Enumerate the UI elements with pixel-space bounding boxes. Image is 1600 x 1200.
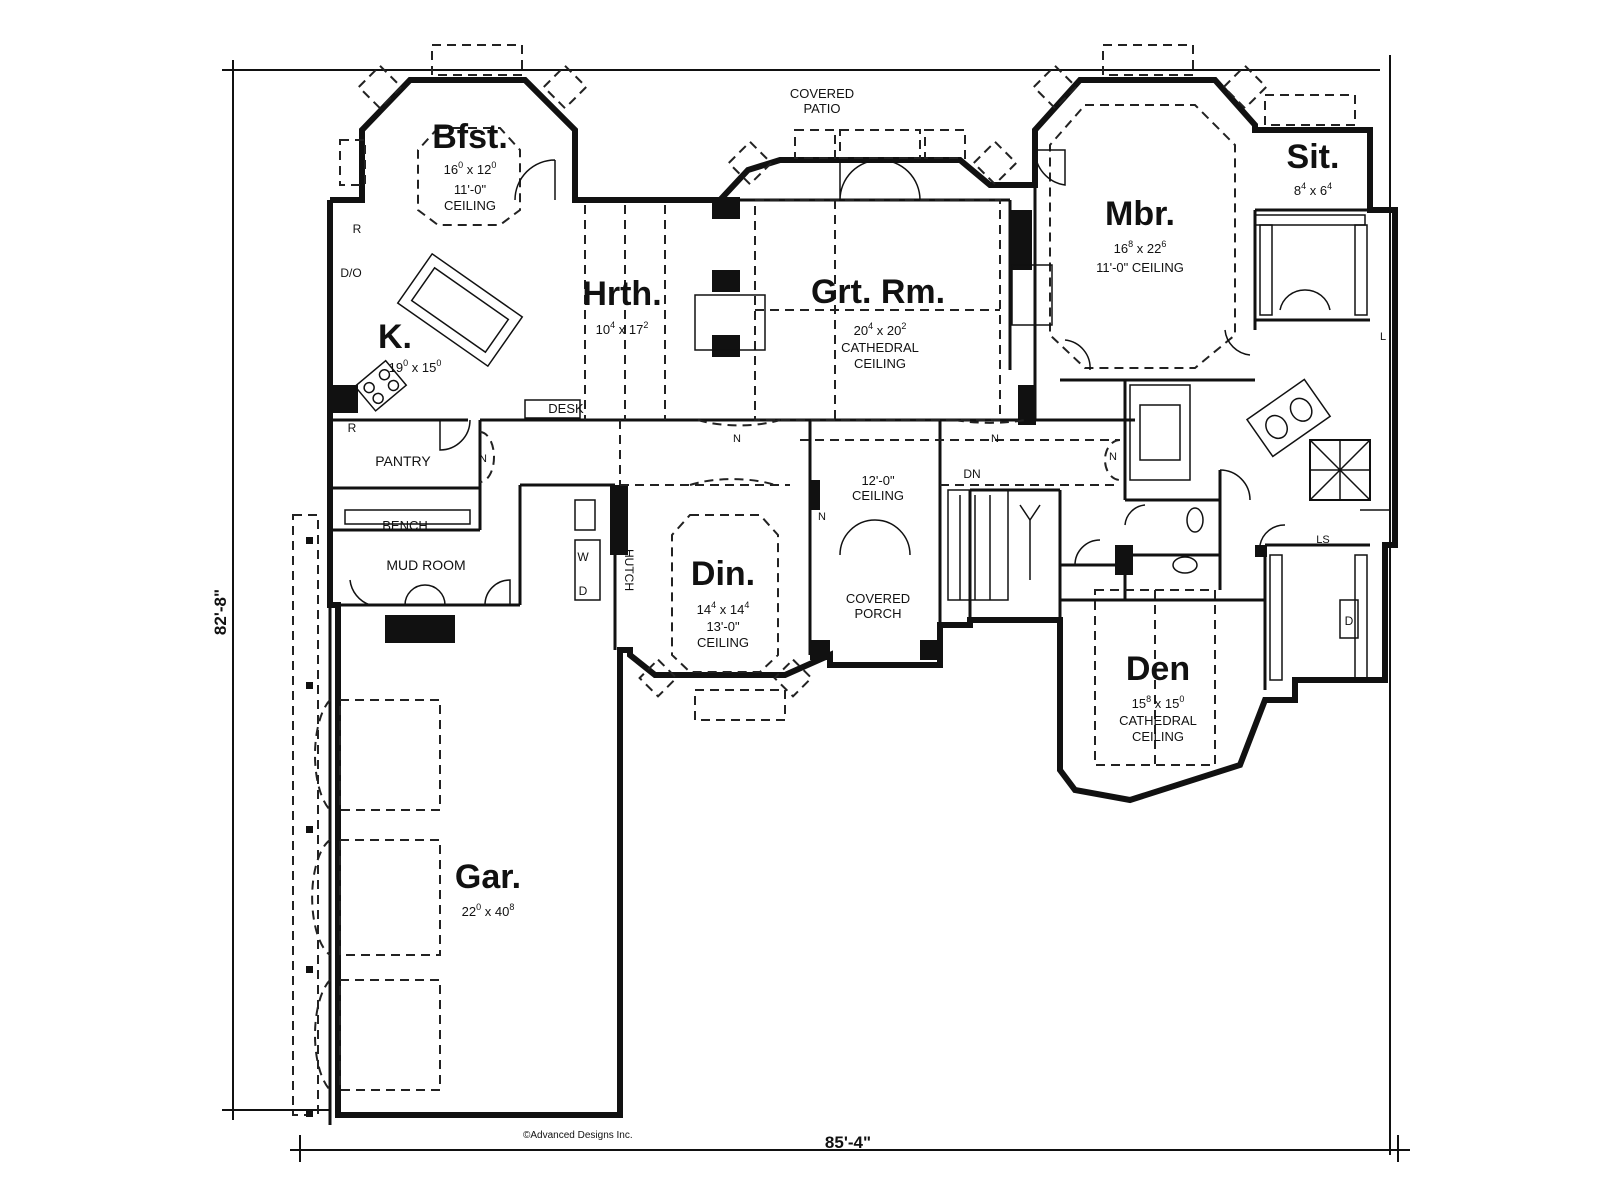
room-note-grt-rm-2: CEILING <box>854 356 906 371</box>
stair-down-label: DN <box>963 467 980 481</box>
room-note-din-1: 13'-0" <box>706 619 740 634</box>
room-name-hrth: Hrth. <box>582 275 661 313</box>
washer-label: W <box>577 550 589 564</box>
ceiling-outlines <box>417 104 1236 766</box>
room-note-den-1: CATHEDRAL <box>1119 713 1197 728</box>
room-size-din: 144 x 144 <box>697 600 750 617</box>
pantry-refrigerator-label: R <box>348 421 357 435</box>
linen-storage-label: LS <box>1316 534 1329 546</box>
room-size-gar: 220 x 408 <box>462 902 515 919</box>
interior-walls <box>330 185 1370 690</box>
room-size-mbr: 168 x 226 <box>1114 239 1167 256</box>
fixtures <box>306 214 1371 1117</box>
room-note-bfst-2: CEILING <box>444 198 496 213</box>
overall-width-label: 85'-4" <box>825 1133 871 1152</box>
covered-patio-label-2: PATIO <box>803 101 840 116</box>
niche-label-4: N <box>1109 451 1117 463</box>
room-note-den-2: CEILING <box>1132 729 1184 744</box>
room-name-k: K. <box>378 318 412 356</box>
room-name-mbr: Mbr. <box>1105 195 1175 233</box>
covered-porch-label-1: COVERED <box>846 591 910 606</box>
dryer-mbr-label: D <box>1345 614 1354 628</box>
room-name-sit: Sit. <box>1287 138 1340 176</box>
room-note-bfst-1: 11'-0" <box>454 182 487 197</box>
room-note-mbr: 11'-0" CEILING <box>1096 260 1184 275</box>
doors <box>311 149 1331 1091</box>
dimension-lines <box>222 55 1410 1162</box>
mud-room-label: MUD ROOM <box>386 557 465 573</box>
covered-porch-label-2: PORCH <box>855 606 902 621</box>
desk-label: DESK <box>548 401 584 416</box>
room-size-bfst: 160 x 120 <box>444 160 497 177</box>
room-note-grt-rm-1: CATHEDRAL <box>841 340 919 355</box>
copyright-notice: ©Advanced Designs Inc. <box>523 1130 633 1141</box>
room-size-hrth: 104 x 172 <box>596 320 649 337</box>
fireplaces <box>330 197 1267 660</box>
room-name-din: Din. <box>691 555 755 593</box>
covered-patio-label-1: COVERED <box>790 86 854 101</box>
laundry-label: L <box>1380 331 1386 343</box>
pantry-label: PANTRY <box>375 453 431 469</box>
room-size-grt-rm: 204 x 202 <box>854 321 907 338</box>
foyer-ceiling-label-1: 12'-0" <box>861 473 895 488</box>
foyer-ceiling-label-2: CEILING <box>852 488 904 503</box>
bench-label: BENCH <box>382 518 428 533</box>
room-note-din-2: CEILING <box>697 635 749 650</box>
room-size-k: 190 x 150 <box>389 358 442 375</box>
room-name-bfst: Bfst. <box>432 118 508 156</box>
niche-label-5: N <box>818 511 826 523</box>
double-oven-label: D/O <box>340 266 361 280</box>
hutch-label: HUTCH <box>622 549 636 591</box>
room-name-grt-rm: Grt. Rm. <box>811 273 945 311</box>
refrigerator-label: R <box>353 222 362 236</box>
dryer-label: D <box>579 584 588 598</box>
niche-label-2: N <box>733 433 741 445</box>
niche-label-1: N <box>479 453 487 465</box>
room-name-den: Den <box>1126 650 1190 688</box>
misc-labels: COVERED PATIO PANTRY BENCH MUD ROOM DESK… <box>340 86 1386 628</box>
room-name-gar: Gar. <box>455 858 521 896</box>
overall-depth-label: 82'-8" <box>211 589 230 635</box>
room-size-den: 158 x 150 <box>1132 694 1185 711</box>
room-size-sit: 84 x 64 <box>1294 181 1332 198</box>
room-labels: Bfst. 160 x 120 11'-0" CEILING K. 190 x … <box>378 118 1339 919</box>
niche-label-3: N <box>991 433 999 445</box>
exterior-walls <box>327 77 1398 1125</box>
